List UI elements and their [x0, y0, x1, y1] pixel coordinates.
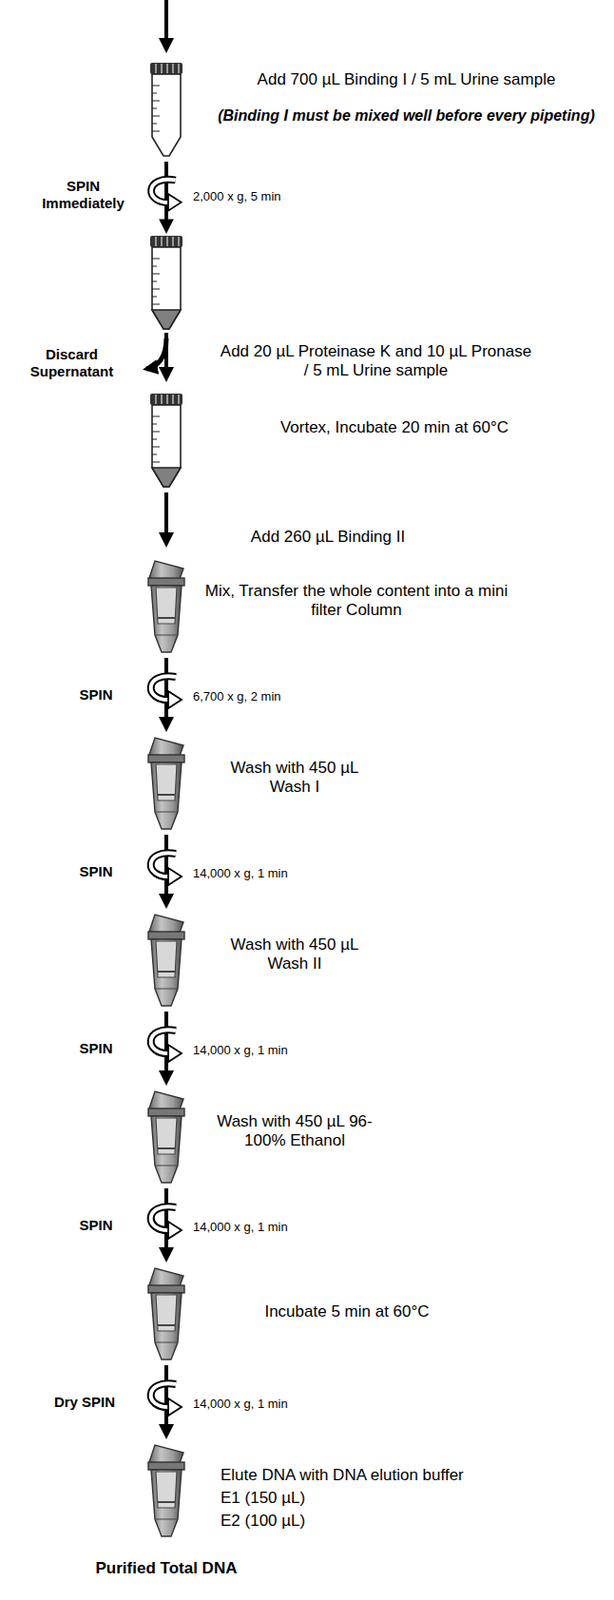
spin-symbol	[151, 834, 182, 909]
step-instruction: Wash with 450 µL Wash I	[213, 758, 376, 798]
elution-volume: E1 (150 µL)	[220, 1488, 306, 1508]
spin-label: SPIN	[57, 863, 135, 881]
filter-column	[148, 737, 185, 829]
step-instruction: Add 260 µL Binding II	[199, 527, 457, 547]
step-instruction: Add 20 µL Proteinase K and 10 µL Pronase…	[216, 342, 536, 382]
spin-speed: 14,000 x g, 1 min	[192, 1219, 288, 1235]
step-instruction: Mix, Transfer the whole content into a m…	[199, 581, 514, 621]
step-instruction: Add 700 µL Binding I / 5 mL Urine sample	[204, 70, 609, 90]
spin-symbol	[151, 657, 182, 732]
product-label: Purified Total DNA	[52, 1558, 281, 1578]
elution-volume: E2 (100 µL)	[220, 1511, 306, 1531]
spin-label: SPIN	[57, 1216, 135, 1234]
step-instruction: Wash with 450 µL Wash II	[213, 935, 376, 975]
spin-label: Dry SPIN	[34, 1393, 135, 1411]
step-note: (Binding I must be mixed well before eve…	[204, 106, 609, 125]
urine-tube	[150, 62, 183, 156]
spin-label: SPIN	[57, 686, 135, 704]
step-instruction: Incubate 5 min at 60°C	[204, 1302, 490, 1322]
filter-column	[148, 1267, 185, 1360]
spin-speed: 14,000 x g, 1 min	[192, 1396, 288, 1412]
flow-arrow	[164, 0, 169, 50]
spin-symbol	[151, 1011, 182, 1086]
spin-speed: 6,700 x g, 2 min	[192, 689, 282, 705]
pellet-tube	[150, 235, 183, 329]
spin-label: SPIN	[57, 1039, 135, 1057]
filter-column	[148, 560, 185, 653]
filter-column	[148, 1091, 185, 1183]
spin-speed: 14,000 x g, 1 min	[192, 865, 288, 882]
filter-column	[148, 914, 185, 1006]
flow-arrow	[164, 492, 169, 544]
step-instruction: Vortex, Incubate 20 min at 60°C	[204, 418, 585, 438]
pellet-tube	[150, 393, 183, 487]
spin-symbol	[151, 1188, 182, 1263]
spin-symbol	[151, 1364, 182, 1440]
discard-label: Discard Supernatant	[17, 345, 127, 381]
step-instruction: Elute DNA with DNA elution buffer	[220, 1465, 464, 1485]
spin-symbol	[151, 161, 181, 234]
spin-label: SPIN Immediately	[28, 177, 138, 212]
step-instruction: Wash with 450 µL 96-100% Ethanol	[213, 1112, 376, 1152]
filter-column	[148, 1444, 185, 1536]
spin-speed: 2,000 x g, 5 min	[192, 189, 282, 205]
discard-arrow	[146, 338, 167, 369]
spin-speed: 14,000 x g, 1 min	[192, 1042, 288, 1058]
